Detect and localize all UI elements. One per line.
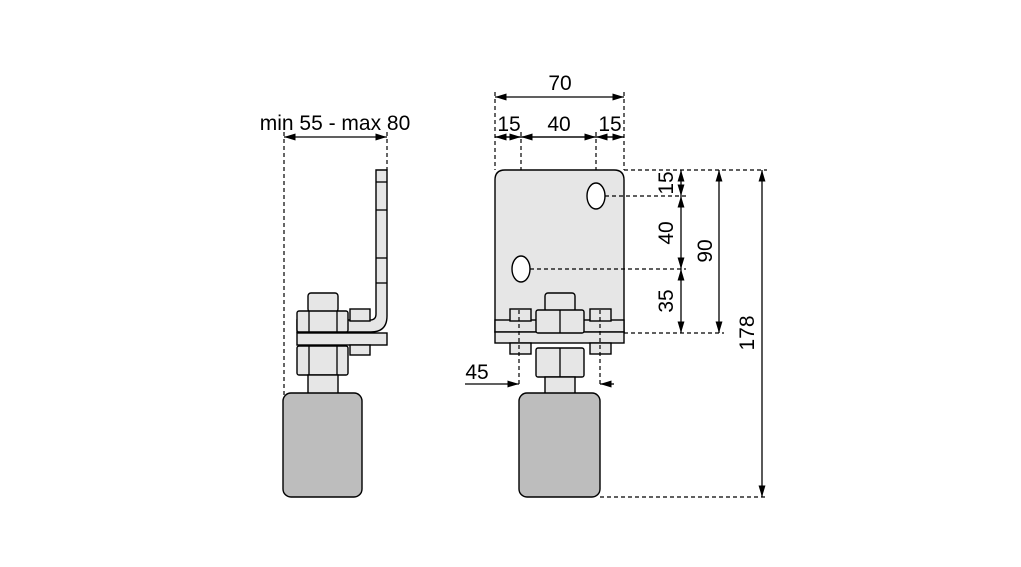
left-offset-label: 15	[497, 113, 520, 136]
axle-shaft	[307, 374, 339, 395]
bolt-head	[544, 292, 576, 313]
front-view: 70 15 40 15 45	[465, 72, 767, 498]
wheel	[282, 392, 363, 498]
small-nut	[349, 308, 371, 322]
upper-slot	[586, 182, 606, 210]
plate-height-label: 90	[694, 239, 717, 262]
wheel	[518, 392, 601, 498]
overall-height-label: 178	[736, 315, 759, 350]
bolt-spacing-label: 45	[465, 361, 488, 384]
right-offset-label: 15	[598, 113, 621, 136]
axle-shaft	[544, 376, 576, 395]
hole-spacing-label: 40	[547, 113, 570, 136]
lower-slot	[511, 255, 531, 283]
side-view: min 55 - max 80	[260, 112, 411, 498]
top-offset-label: 15	[655, 171, 678, 194]
base-offset-label: 35	[655, 289, 678, 312]
lower-nut	[296, 345, 349, 376]
width-range-label: min 55 - max 80	[260, 112, 411, 135]
vertical-hole-spacing-label: 40	[655, 221, 678, 244]
mounting-plate	[494, 169, 625, 333]
upper-nut	[296, 310, 349, 333]
bolt-head	[307, 292, 339, 313]
overall-width-label: 70	[548, 72, 571, 95]
small-nut	[509, 308, 532, 322]
base-plate	[296, 332, 388, 346]
small-nut	[349, 344, 371, 356]
